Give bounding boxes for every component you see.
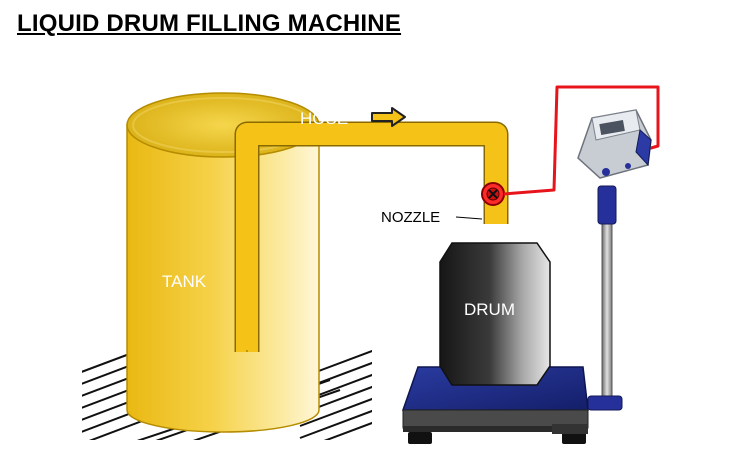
tank-label: TANK (162, 272, 207, 291)
hose-label: HOSE (300, 109, 348, 128)
arrow-right-icon (371, 107, 406, 127)
drum-label: DRUM (464, 300, 515, 319)
valve-x-icon (481, 182, 505, 206)
hose (234, 121, 509, 352)
signal-wire (503, 85, 660, 196)
nozzle-label: NOZZLE (381, 209, 440, 226)
page-title: LIQUID DRUM FILLING MACHINE (17, 10, 402, 37)
nozzle-leader-line (455, 216, 483, 220)
drum (439, 242, 551, 386)
scale-column (587, 185, 623, 411)
weighing-indicator-icon (577, 109, 652, 179)
